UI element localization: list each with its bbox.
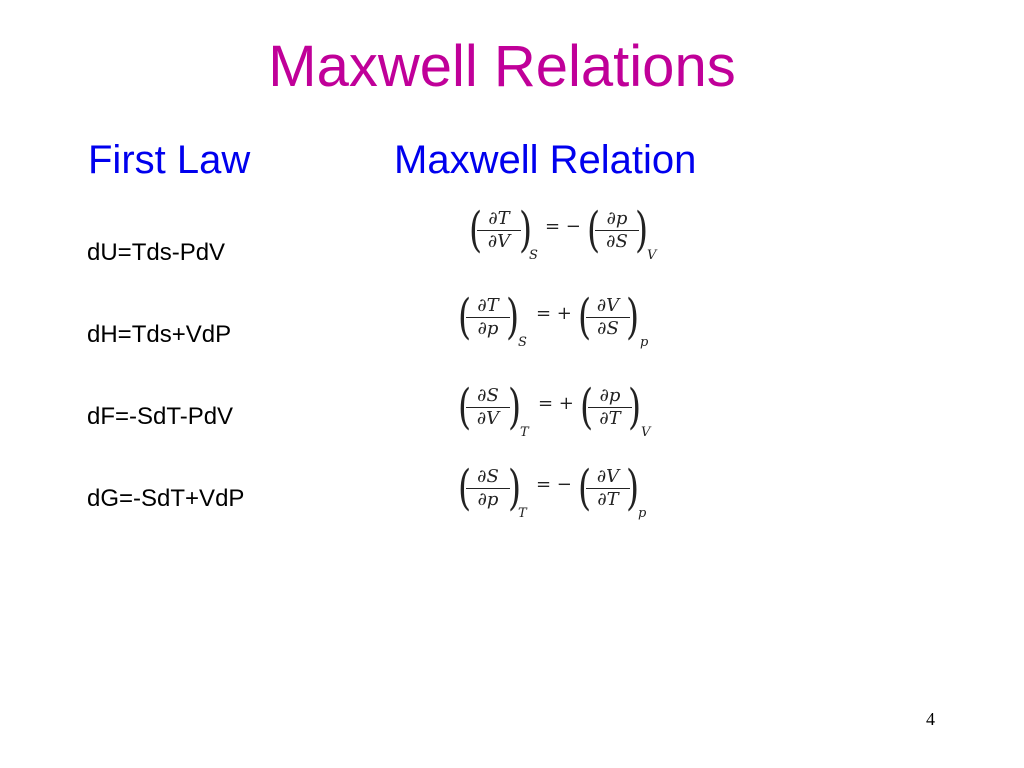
left-subscript: T [518, 506, 527, 521]
right-denominator: ∂T [599, 408, 621, 429]
close-paren: ) [519, 202, 533, 258]
open-paren: ( [587, 202, 601, 258]
left-numerator: ∂T [466, 296, 510, 318]
left-derivative: ∂T ∂V [477, 209, 521, 252]
close-paren: ) [508, 379, 522, 435]
close-paren: ) [626, 289, 640, 345]
left-numerator: ∂S [466, 467, 510, 489]
slide-title: Maxwell Relations [268, 34, 736, 99]
left-subscript: T [520, 425, 529, 440]
page-number: 4 [926, 709, 935, 729]
right-derivative: ∂p ∂S [595, 209, 639, 252]
close-paren: ) [506, 289, 520, 345]
left-derivative: ∂S ∂p [466, 467, 510, 510]
left-numerator: ∂T [477, 209, 521, 231]
open-paren: ( [469, 202, 483, 258]
right-numerator: ∂p [588, 386, 632, 408]
header-maxwell-relation: Maxwell Relation [394, 138, 697, 182]
right-derivative: ∂V ∂T [586, 467, 630, 510]
open-paren: ( [458, 460, 472, 516]
left-denominator: ∂V [487, 231, 511, 252]
first-law-equation-internal-energy: dU=Tds-PdV [87, 239, 226, 266]
right-derivative: ∂V ∂S [586, 296, 630, 339]
close-paren: ) [628, 379, 642, 435]
close-paren: ) [635, 202, 649, 258]
right-derivative: ∂p ∂T [588, 386, 632, 429]
left-denominator: ∂p [477, 318, 499, 339]
first-law-equation-helmholtz: dF=-SdT-PdV [87, 403, 234, 430]
relation-operator: = − [545, 216, 581, 237]
right-subscript: V [647, 248, 657, 263]
left-denominator: ∂V [476, 408, 500, 429]
left-derivative: ∂S ∂V [466, 386, 510, 429]
open-paren: ( [580, 379, 594, 435]
right-numerator: ∂V [586, 467, 630, 489]
right-numerator: ∂V [586, 296, 630, 318]
first-law-equation-gibbs: dG=-SdT+VdP [87, 485, 245, 512]
open-paren: ( [578, 460, 592, 516]
right-subscript: p [638, 506, 647, 521]
relation-operator: = − [536, 474, 572, 495]
left-derivative: ∂T ∂p [466, 296, 510, 339]
open-paren: ( [458, 379, 472, 435]
left-subscript: S [529, 248, 538, 263]
relation-operator: = + [536, 303, 572, 324]
close-paren: ) [626, 460, 640, 516]
right-numerator: ∂p [595, 209, 639, 231]
left-numerator: ∂S [466, 386, 510, 408]
right-subscript: p [640, 335, 649, 350]
relation-operator: = + [538, 393, 574, 414]
open-paren: ( [458, 289, 472, 345]
close-paren: ) [508, 460, 522, 516]
open-paren: ( [578, 289, 592, 345]
right-subscript: V [641, 425, 651, 440]
right-denominator: ∂S [606, 231, 628, 252]
first-law-equation-enthalpy: dH=Tds+VdP [87, 321, 232, 348]
left-subscript: S [518, 335, 527, 350]
right-denominator: ∂T [597, 489, 619, 510]
right-denominator: ∂S [597, 318, 619, 339]
header-first-law: First Law [88, 138, 251, 182]
left-denominator: ∂p [477, 489, 499, 510]
